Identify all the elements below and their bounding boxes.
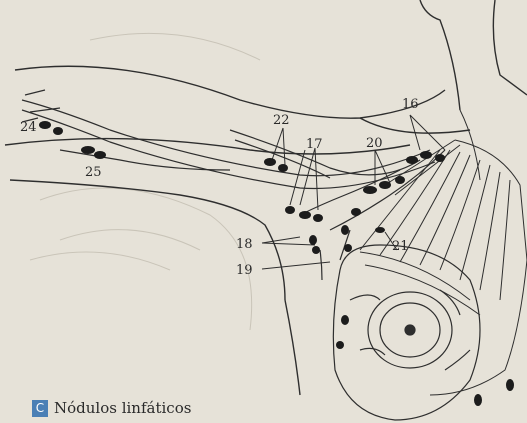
number-labels: 16 17 18 19 20 21 22 24 25 xyxy=(20,97,419,278)
neck-line xyxy=(493,0,527,95)
breast xyxy=(333,245,480,420)
nipple xyxy=(405,325,415,335)
body-outline xyxy=(5,0,527,395)
label-19: 19 xyxy=(236,263,253,278)
background-shading xyxy=(30,33,260,330)
shoulder-outline xyxy=(15,66,445,118)
label-24: 24 xyxy=(20,120,37,135)
label-25: 25 xyxy=(85,165,102,180)
torso-side-outline xyxy=(285,300,300,395)
label-18: 18 xyxy=(236,237,253,252)
label-17: 17 xyxy=(306,137,323,152)
label-22: 22 xyxy=(273,113,290,128)
caption-letter-badge: C xyxy=(32,400,48,417)
caption-title: Nódulos linfáticos xyxy=(54,399,191,417)
arm-upper-outline xyxy=(5,139,410,154)
label-21: 21 xyxy=(392,239,409,254)
label-20: 20 xyxy=(366,136,383,151)
label-16: 16 xyxy=(402,97,419,112)
